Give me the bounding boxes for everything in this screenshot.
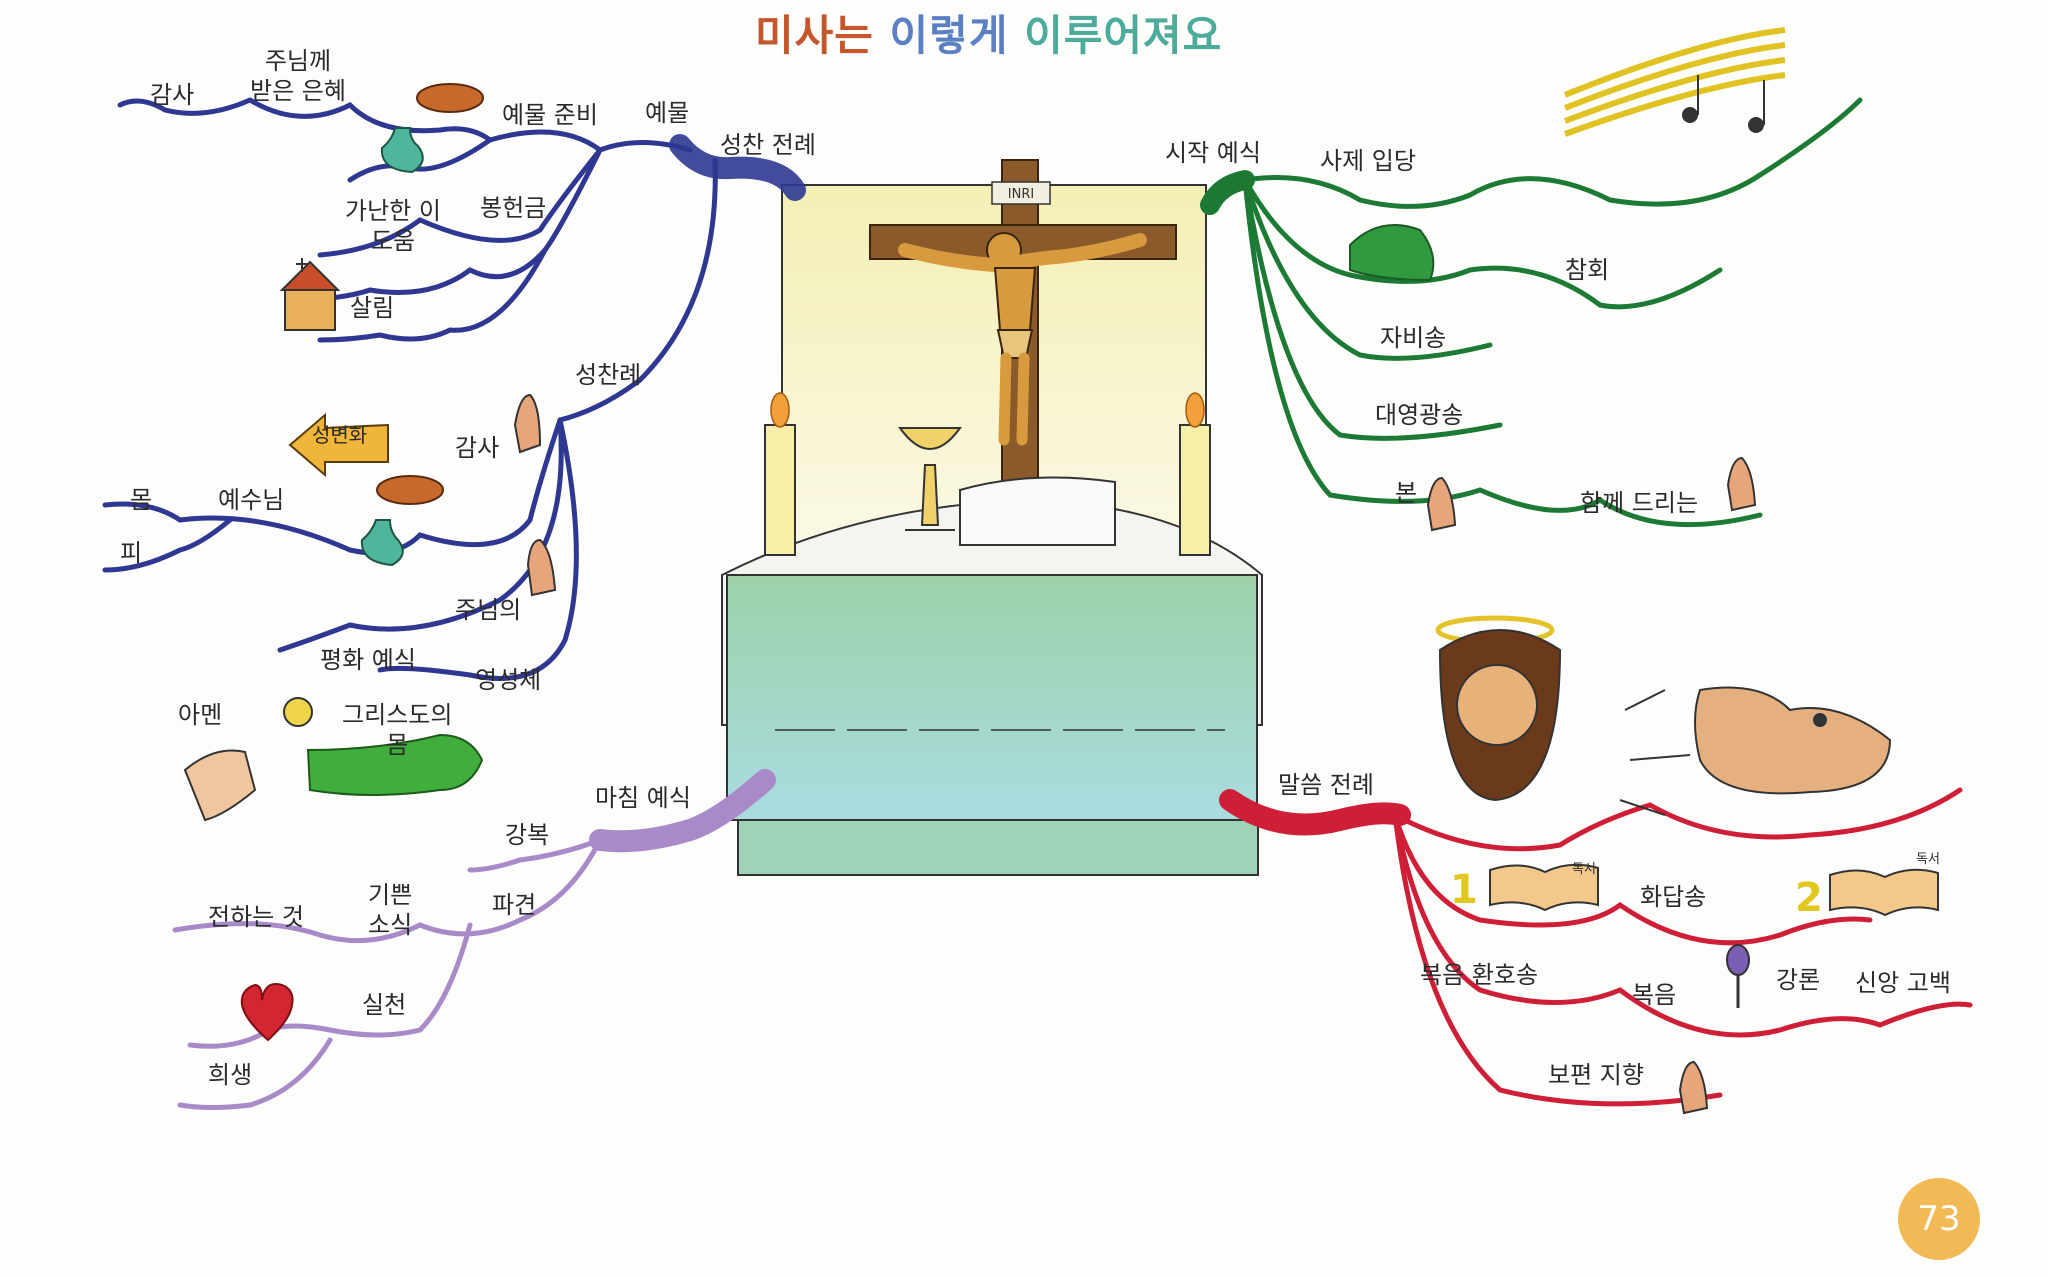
- label-thanks-1: 감사: [150, 80, 194, 110]
- label-peace-rite: 평화 예식: [320, 645, 416, 675]
- label-eucharistic-prayer: 성찬례: [575, 360, 641, 390]
- branch-eucharist: [105, 100, 795, 678]
- label-creed: 신앙 고백: [1855, 968, 1951, 998]
- label-good-news: 기쁜 소식: [368, 880, 412, 940]
- label-reading1-number: 1: [1450, 865, 1478, 915]
- label-homily: 강론: [1776, 965, 1820, 995]
- label-reading2: 독서: [1916, 852, 1940, 868]
- label-offering-prep: 예물 준비: [502, 100, 598, 130]
- label-thanks-2: 감사: [455, 433, 499, 463]
- label-penitence: 참회: [1565, 255, 1609, 285]
- missal-book: [960, 478, 1115, 546]
- label-practice: 실천: [362, 990, 406, 1020]
- music-notes-icon: [1565, 30, 1785, 134]
- speech-lines: [1620, 690, 1690, 815]
- heart-icon: [242, 984, 293, 1040]
- branch-conclusion: [175, 780, 765, 1108]
- ear-icon: [1695, 688, 1890, 794]
- book-icon-2: [1830, 870, 1938, 915]
- praying-hands-icon: [515, 395, 540, 452]
- label-communion: 영성체: [475, 665, 541, 695]
- label-reading1: 독서: [1572, 862, 1596, 878]
- inri-sign: INRI: [1008, 187, 1034, 202]
- label-entrance: 사제 입당: [1320, 146, 1416, 176]
- bread-icon: [417, 84, 483, 112]
- praying-hands-icon-5: [1680, 1062, 1707, 1113]
- altar-illustration: INRI: [722, 160, 1262, 875]
- candle-right: [1180, 425, 1210, 555]
- label-intro: 시작 예식: [1165, 138, 1261, 168]
- praying-hands-icon-2: [528, 540, 555, 595]
- bread-icon-2: [377, 476, 443, 504]
- page-number: 73: [1898, 1178, 1980, 1260]
- label-offertory-money: 봉헌금: [480, 193, 546, 223]
- praying-hands-icon-4: [1728, 458, 1755, 510]
- label-gift: 주님께 받은 은혜: [250, 46, 346, 106]
- label-consecration: 성변화: [312, 423, 367, 448]
- church-icon: [282, 258, 338, 330]
- label-body-1: 몸: [130, 485, 152, 515]
- label-intercessions: 보편 지향: [1548, 1060, 1644, 1090]
- label-christ-body: 그리스도의 몸: [342, 700, 452, 760]
- label-sacrifice: 희생: [208, 1060, 252, 1090]
- label-eucharist: 성찬 전례: [720, 130, 816, 160]
- wine-jar-icon: [382, 128, 423, 172]
- label-blood: 피: [120, 538, 142, 568]
- label-conclusion: 마침 예식: [595, 783, 691, 813]
- label-amen: 아멘: [178, 700, 222, 730]
- receiving-hands-icon: [185, 750, 255, 820]
- penitence-icon: [1350, 225, 1433, 280]
- microphone-icon: [1727, 945, 1749, 1008]
- label-collect: 본: [1395, 478, 1417, 508]
- label-word: 말씀 전례: [1278, 770, 1374, 800]
- label-reading2-number: 2: [1795, 873, 1823, 923]
- label-psalm: 화답송: [1640, 882, 1706, 912]
- label-jesus: 예수님: [218, 485, 284, 515]
- label-living: 살림: [350, 293, 394, 323]
- branch-word: [1230, 790, 1970, 1104]
- label-offering: 예물: [645, 98, 689, 128]
- label-kyrie: 자비송: [1380, 323, 1446, 353]
- branch-intro: [1210, 100, 1860, 525]
- candle-left: [765, 425, 795, 555]
- label-help-poor: 가난한 이 도움: [345, 196, 441, 256]
- label-alleluia: 복음 환호송: [1420, 960, 1538, 990]
- label-together: 함께 드리는: [1580, 488, 1698, 518]
- wine-jar-icon-2: [362, 520, 403, 565]
- label-dismissal: 파견: [492, 890, 536, 920]
- praying-hands-icon-3: [1428, 478, 1455, 530]
- label-gloria: 대영광송: [1375, 400, 1463, 430]
- label-blessing: 강복: [505, 820, 549, 850]
- label-spreading: 전하는 것: [208, 902, 304, 932]
- jesus-face-icon: [1438, 618, 1560, 800]
- label-gospel: 복음: [1632, 980, 1676, 1010]
- host-icon: [284, 698, 312, 726]
- label-lords: 주님의: [455, 595, 521, 625]
